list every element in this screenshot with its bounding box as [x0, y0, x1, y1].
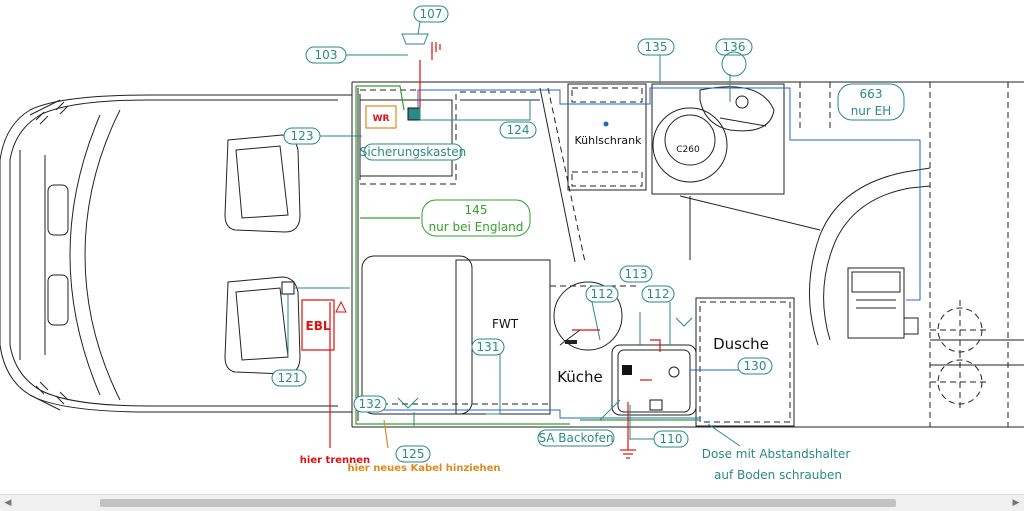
shower-label: Dusche [713, 335, 769, 353]
junction-box [407, 107, 421, 121]
kitchen-label: Küche [557, 368, 603, 386]
heater-unit [847, 267, 919, 339]
label-sicherungskasten: Sicherungskasten [360, 143, 467, 161]
drain-icon-2 [675, 317, 693, 327]
label-132: 132 [353, 395, 387, 413]
svg-text:135: 135 [645, 40, 668, 54]
horizontal-scrollbar[interactable]: ◀ ▶ [0, 494, 1024, 511]
label-113: 113 [619, 265, 653, 283]
ground-symbol [431, 42, 636, 459]
motorhome-body [351, 81, 1024, 428]
label-103: 103 [305, 46, 408, 64]
svg-text:123: 123 [291, 129, 314, 143]
fuse-box-area [359, 89, 540, 185]
svg-text:107: 107 [420, 7, 443, 21]
wiring-diagram: WR Kühlschrank C260 FWT [0, 5, 1024, 482]
fwt-label: FWT [492, 317, 519, 331]
svg-text:121: 121 [278, 371, 301, 385]
svg-text:103: 103 [315, 48, 338, 62]
svg-text:SA Backofen: SA Backofen [538, 431, 613, 445]
note-dose-line1: Dose mit Abstandshalter [702, 447, 851, 461]
arrow-right-icon[interactable]: ▶ [1012, 498, 1020, 508]
kitchen [550, 281, 697, 416]
drain-icon [397, 397, 419, 409]
svg-text:132: 132 [359, 397, 382, 411]
cable-orange [383, 419, 389, 449]
cable-teal [287, 54, 741, 447]
svg-text:nur EH: nur EH [851, 104, 892, 118]
wr-label: WR [373, 114, 390, 124]
svg-text:145: 145 [465, 203, 488, 217]
label-107: 107 [413, 5, 449, 35]
svg-text:136: 136 [723, 40, 746, 54]
svg-text:130: 130 [744, 359, 767, 373]
fridge-label: Kühlschrank [574, 134, 642, 147]
label-125: 125 [395, 445, 431, 463]
svg-text:Sicherungskasten: Sicherungskasten [360, 145, 467, 159]
cable-blue [362, 87, 921, 419]
label-124: 124 [499, 121, 537, 139]
svg-text:nur bei England: nur bei England [429, 220, 524, 234]
fridge [567, 83, 647, 191]
label-112-right: 112 [641, 285, 675, 303]
svg-text:131: 131 [477, 340, 500, 354]
label-130: 130 [737, 357, 773, 375]
switch-box [281, 281, 295, 295]
note-hier-trennen: hier trennen [300, 455, 370, 466]
svg-text:125: 125 [402, 447, 425, 461]
svg-text:663: 663 [860, 87, 883, 101]
shower [695, 297, 795, 427]
warning-icon [335, 300, 347, 313]
label-145: 145 nur bei England [421, 199, 531, 237]
arrow-left-icon[interactable]: ◀ [4, 498, 12, 508]
label-sa-backofen: SA Backofen [537, 429, 615, 447]
tray-icon [401, 33, 429, 45]
cable-red [329, 50, 661, 450]
label-110: 110 [630, 430, 689, 448]
svg-text:112: 112 [647, 287, 670, 301]
scroll-thumb[interactable] [100, 499, 896, 507]
svg-text:110: 110 [660, 432, 683, 446]
ebl-box [301, 299, 335, 351]
wr-box [365, 105, 397, 129]
ebl-label: EBL [306, 319, 331, 333]
label-112-left: 112 [585, 285, 619, 303]
note-neues-kabel: hier neues Kabel hinziehen [347, 463, 500, 474]
label-121: 121 [271, 369, 307, 387]
toilet-c260 [651, 83, 785, 195]
label-135: 135 [637, 38, 675, 56]
svg-text:124: 124 [507, 123, 530, 137]
bed-fwt [361, 255, 551, 415]
svg-text:112: 112 [591, 287, 614, 301]
label-136: 136 [715, 38, 753, 77]
note-dose-line2: auf Boden schrauben [714, 468, 842, 482]
c260-label: C260 [676, 145, 700, 155]
svg-text:113: 113 [625, 267, 648, 281]
label-123: 123 [283, 127, 362, 145]
label-131: 131 [471, 338, 505, 356]
label-663: 663 nur EH [837, 83, 905, 121]
